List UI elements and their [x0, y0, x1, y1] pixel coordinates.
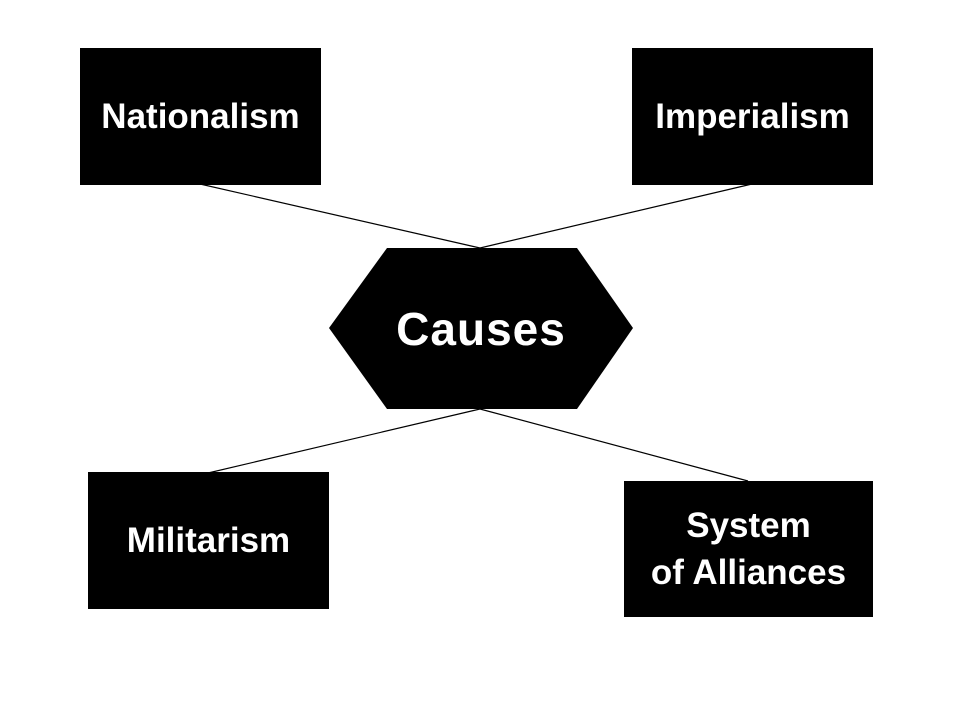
node-militarism-label: Militarism [126, 520, 291, 560]
connector-alliances [479, 408, 749, 482]
connector-nationalism [199, 183, 481, 249]
connector-militarism [207, 408, 481, 474]
node-militarism: Militarism [88, 472, 329, 609]
center-hexagon [329, 248, 633, 409]
connector-imperialism [479, 183, 753, 249]
node-imperialism: Imperialism [632, 48, 873, 185]
node-imperialism-label: Imperialism [655, 96, 850, 136]
node-nationalism: Nationalism [80, 48, 321, 185]
node-alliances-label-line-1: System [686, 505, 811, 545]
node-nationalism-label: Nationalism [101, 96, 300, 136]
node-alliances-label-line-2: of Alliances [650, 553, 847, 592]
center-node-label: Causes [396, 302, 566, 355]
node-system-of-alliances: System of Alliances [624, 481, 873, 617]
